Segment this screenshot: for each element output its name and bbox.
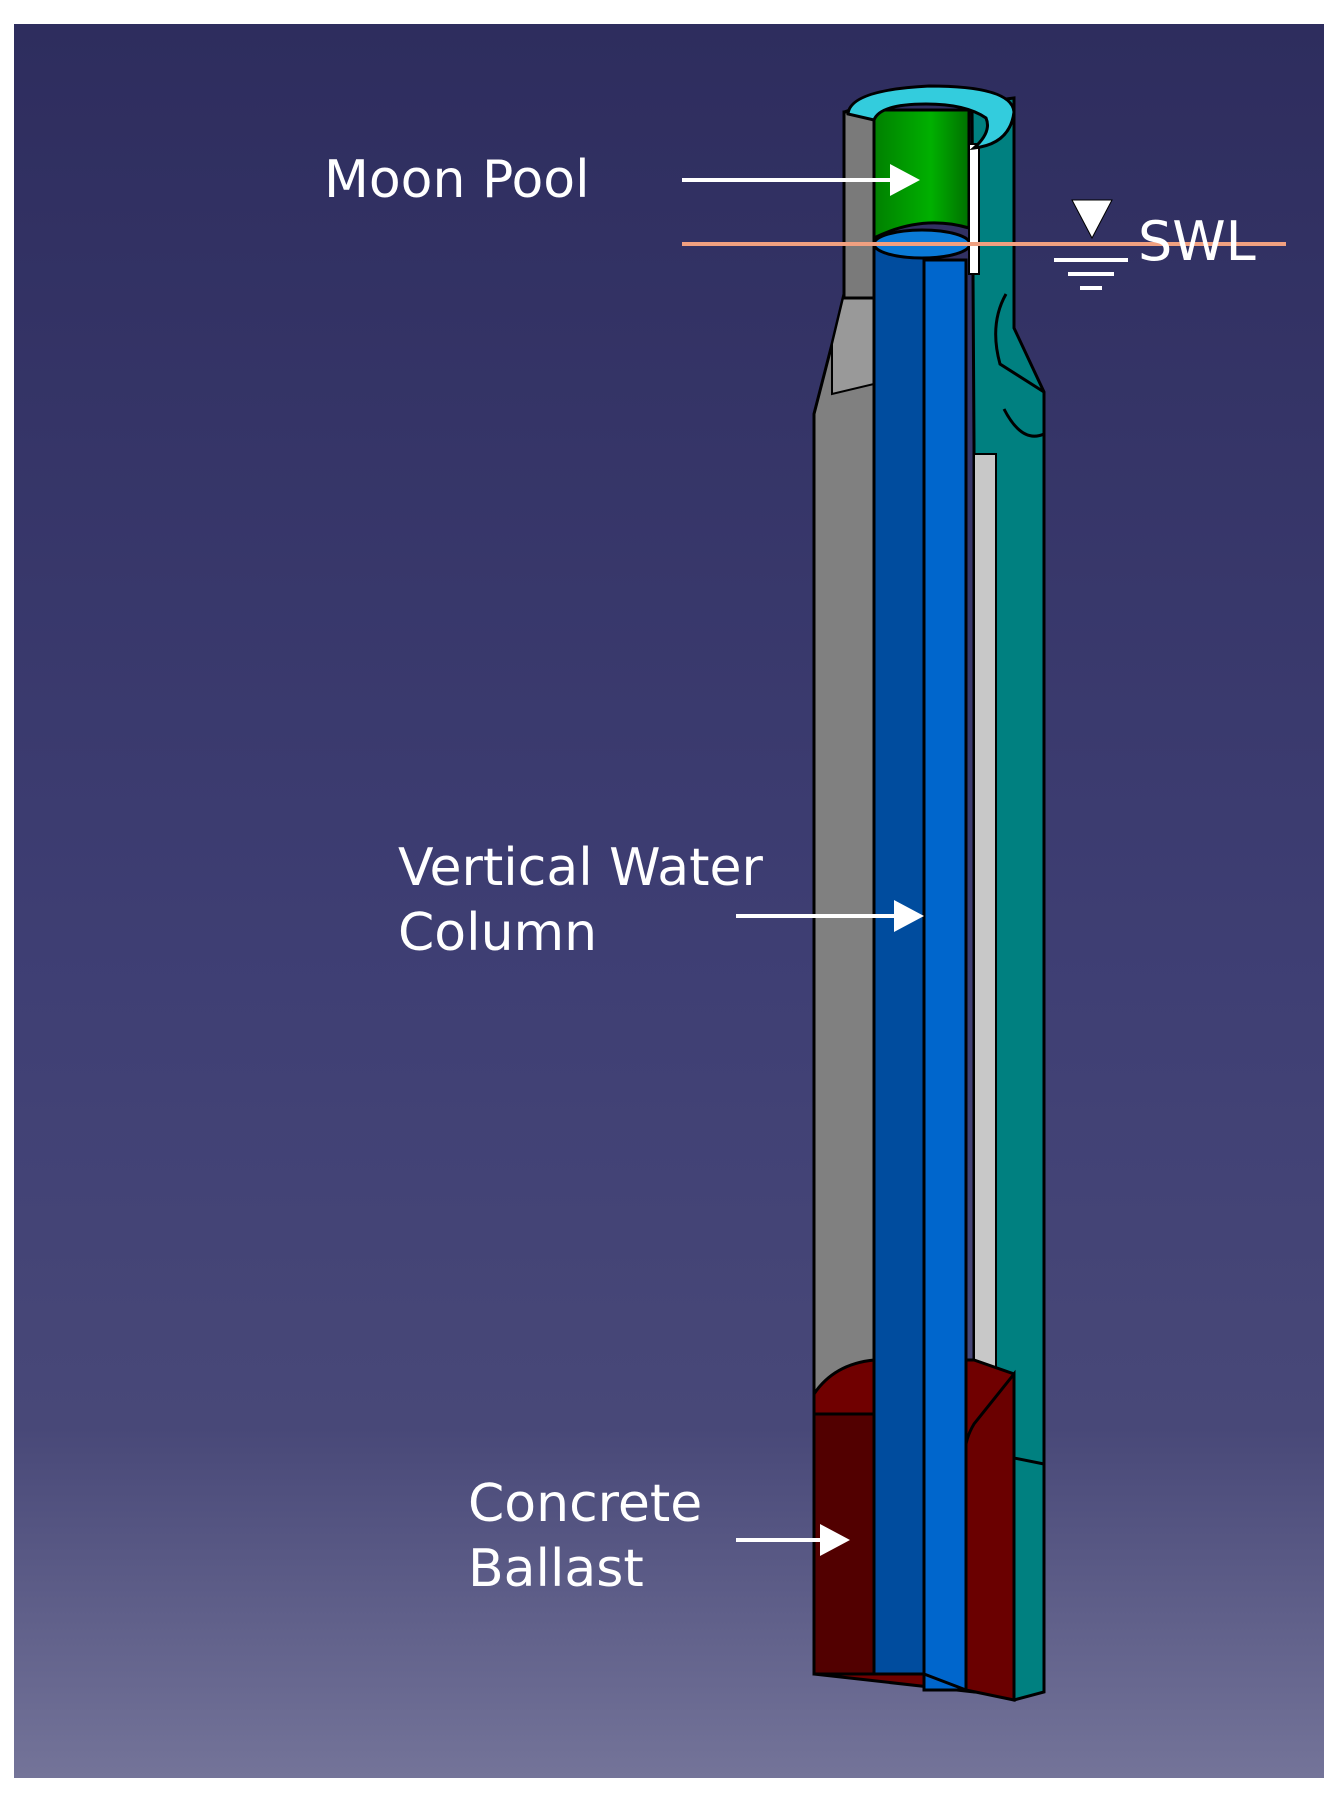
shell-seam-mid (1002, 408, 1045, 438)
concrete-ballast-label-line2: Ballast (468, 1539, 644, 1599)
top-rim-inner (873, 102, 987, 121)
concrete-ballast-label: Concrete Ballast (468, 1472, 702, 1602)
background (14, 24, 1324, 1778)
shell-seam-upper (994, 293, 1045, 394)
concrete-ballast-label-line1: Concrete (468, 1474, 703, 1534)
water-column-dark (872, 236, 926, 1676)
moon-pool (872, 108, 971, 241)
swl-label: SWL (1138, 208, 1256, 276)
arrow-moon-pool (682, 164, 920, 196)
water-column-label-line2: Column (398, 903, 598, 963)
swl-triangle-icon (1071, 199, 1113, 240)
spar-cross-section-diagram (14, 24, 1324, 1778)
water-column-label: Vertical Water Column (398, 836, 763, 966)
arrow-water-column (736, 900, 924, 932)
moon-pool-label-text: Moon Pool (324, 150, 590, 210)
water-column-label-line1: Vertical Water (398, 838, 763, 898)
arrow-concrete-ballast (736, 1524, 850, 1556)
water-column-light (922, 258, 968, 1692)
swl-label-text: SWL (1138, 210, 1256, 273)
moon-pool-label: Moon Pool (324, 148, 590, 213)
water-column-bottom (874, 1672, 967, 1692)
moon-pool-wall-sliver (968, 143, 980, 275)
inner-wall-upper-strip (842, 110, 876, 300)
diagram-viewport: Moon Pool Vertical Water Column Concrete… (14, 24, 1324, 1778)
